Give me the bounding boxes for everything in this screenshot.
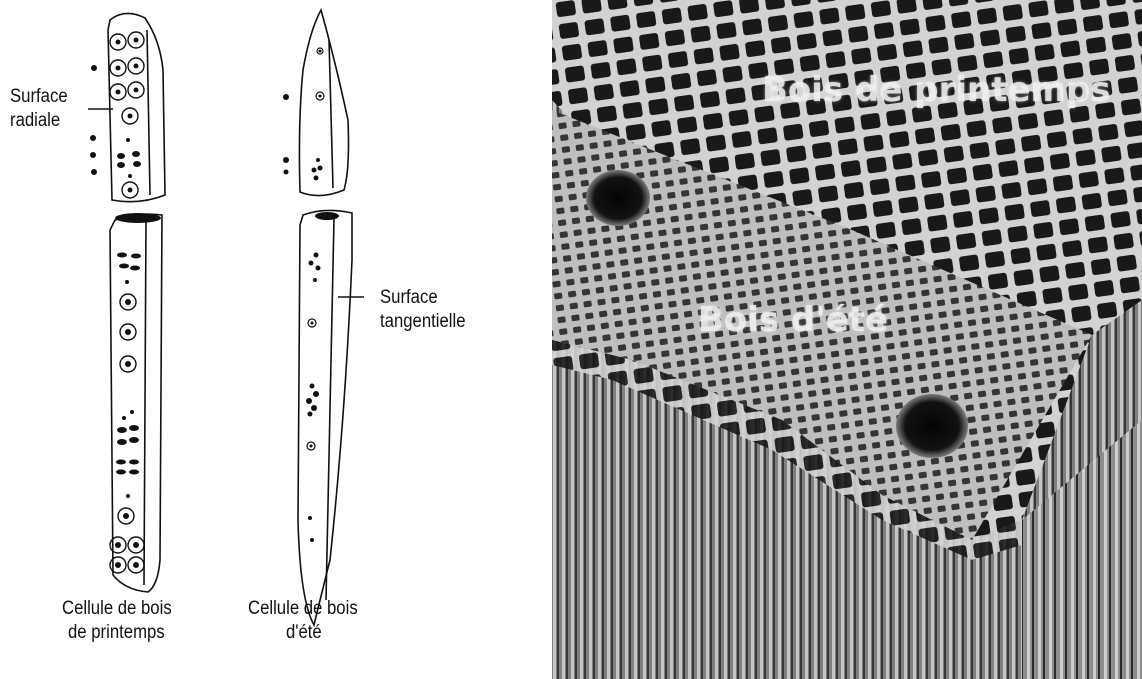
cell-drawing [0, 0, 548, 679]
spring-cell-lower-outline [110, 214, 162, 592]
label-tangential-surface-line2: tangentielle [380, 311, 466, 333]
label-radial-surface-line1: Surface [10, 86, 68, 108]
spring-pits-upper [110, 32, 144, 198]
caption-spring-cell-line1: Cellule de bois [62, 598, 172, 620]
label-springwood: Bois de printemps [762, 70, 1111, 110]
micrograph: Bois de printemps Bois d'été [552, 0, 1142, 679]
summer-cell-lower-edge [326, 218, 334, 600]
summer-pits [307, 48, 324, 450]
summer-pit-apertures [283, 50, 323, 543]
spring-free-dots [90, 65, 97, 175]
caption-summer-cell-line1: Cellule de bois [248, 598, 358, 620]
spring-pits-lower [110, 294, 144, 573]
caption-spring-cell-line2: de printemps [68, 622, 165, 644]
summer-cell-lumen-end [315, 212, 339, 220]
spring-cell-lumen-end [115, 213, 161, 223]
label-radial-surface-line2: radiale [10, 110, 60, 132]
label-tangential-surface-line1: Surface [380, 287, 438, 309]
spring-cell-lower-edge [144, 222, 146, 585]
summer-cell-upper-edge [329, 40, 333, 188]
label-summerwood: Bois d'été [698, 300, 888, 340]
summer-cell-lower-outline [298, 210, 352, 625]
summer-cell-upper-outline [299, 10, 348, 196]
cell-diagram: Surface radiale Surface tangentielle Cel… [0, 0, 548, 679]
spring-cell-upper-edge [147, 30, 150, 195]
caption-summer-cell-line2: d'été [286, 622, 322, 644]
